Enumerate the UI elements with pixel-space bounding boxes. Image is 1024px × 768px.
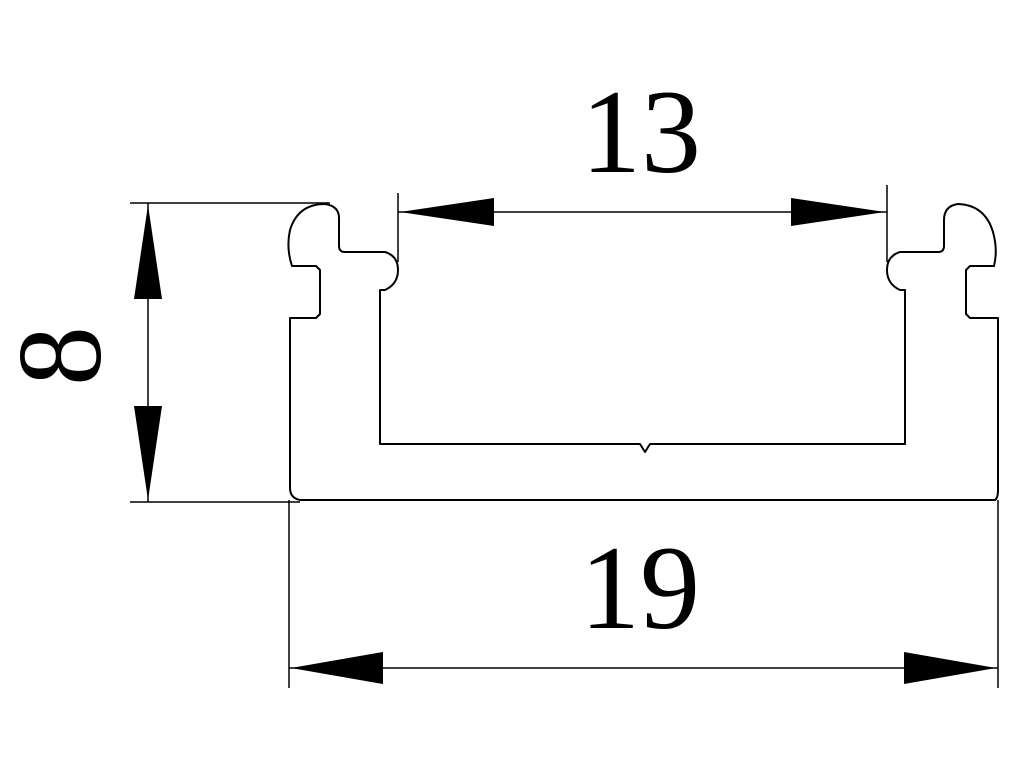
extension-lines (130, 185, 999, 688)
top-width-label: 13 (581, 65, 701, 198)
bottom-width-label: 19 (580, 521, 700, 654)
bottom-dim-arrow-left (291, 652, 383, 684)
top-dim-arrow-left (400, 198, 494, 226)
height-label: 8 (0, 326, 126, 386)
profile-outline (287, 203, 999, 501)
height-dim-arrow-top (134, 205, 162, 299)
dimension-height: 8 (0, 203, 162, 502)
dimension-top-width: 13 (398, 65, 887, 226)
dimension-bottom-width: 19 (289, 521, 998, 684)
bottom-dim-arrow-right (904, 652, 996, 684)
height-dim-arrow-bottom (134, 406, 162, 500)
outer-profile-path (287, 203, 999, 501)
top-dim-arrow-right (791, 198, 885, 226)
